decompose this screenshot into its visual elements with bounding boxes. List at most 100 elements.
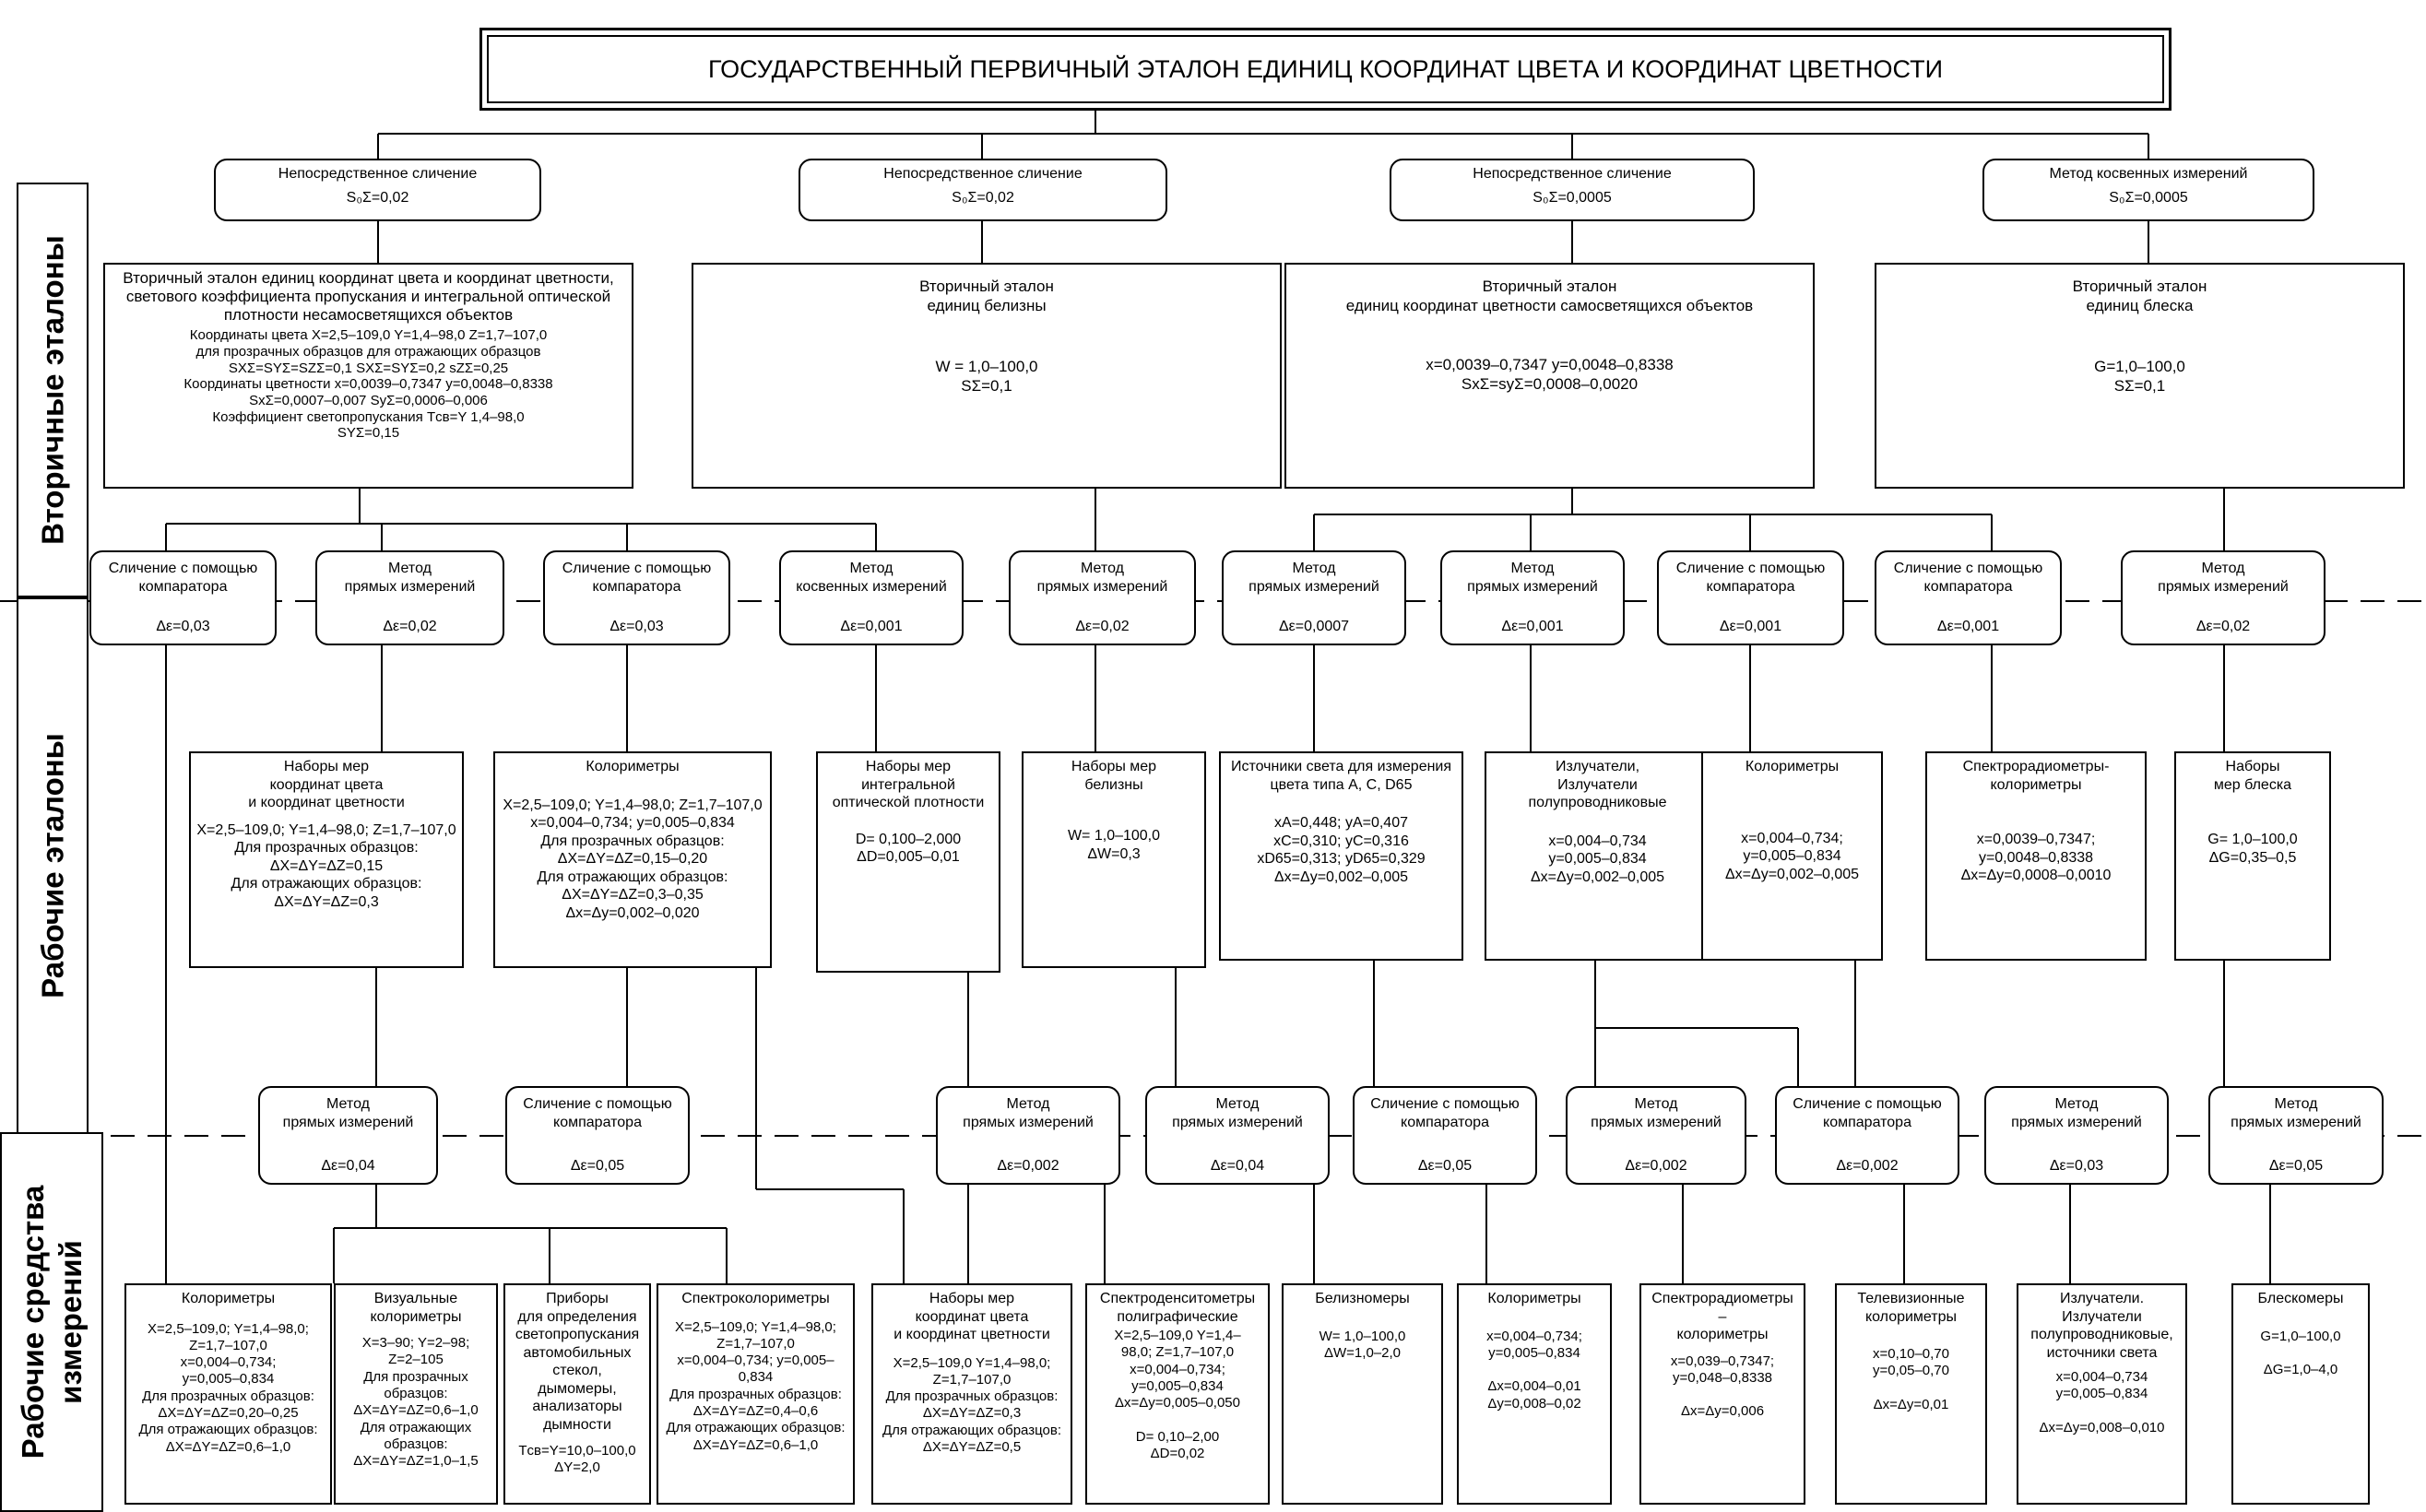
mid-method-label: Метод косвенных измерений — [796, 561, 947, 595]
working-standard-heading: Наборы мер координат цвета и координат ц… — [248, 759, 405, 811]
measuring-means-heading: Колориметры — [1487, 1291, 1581, 1306]
measuring-means-body: x=0,039–0,7347; y=0,048–0,8338 Δx=Δy=0,0… — [1670, 1353, 1775, 1420]
side-label-working: Рабочие эталоны — [17, 597, 89, 1134]
mid-method-value: Δε=0,001 — [840, 619, 903, 635]
working-standard-box: Колориметры x=0,004–0,734; y=0,005–0,834… — [1701, 751, 1883, 961]
working-standard-body: X=2,5–109,0; Y=1,4–98,0; Z=1,7–107,0 Для… — [196, 821, 456, 910]
low-method-box: Метод прямых измерений Δε=0,04 — [1145, 1086, 1330, 1185]
mid-method-label: Метод прямых измерений — [1036, 561, 1168, 595]
measuring-means-body: X=2,5–109,0 Y=1,4–98,0; Z=1,7–107,0 Для … — [882, 1354, 1061, 1456]
working-standard-heading: Колориметры — [586, 759, 680, 774]
measuring-means-heading: Приборы для определения светопропускания… — [515, 1291, 640, 1433]
measuring-means-box: Блескомеры G=1,0–100,0 ΔG=1,0–4,0 — [2231, 1283, 2370, 1505]
top-method-value: S₀Σ=0,0005 — [2109, 189, 2188, 206]
low-method-value: Δε=0,05 — [2268, 1158, 2324, 1175]
measuring-means-box: Приборы для определения светопропускания… — [503, 1283, 651, 1505]
top-method-box: Метод косвенных измерений S₀Σ=0,0005 — [1982, 159, 2314, 221]
low-method-label: Метод прямых измерений — [1172, 1096, 1303, 1130]
secondary-standard-body: G=1,0–100,0 SΣ=0,1 — [2094, 358, 2185, 396]
mid-method-box: Метод прямых измерений Δε=0,02 — [315, 550, 504, 645]
measuring-means-heading: Колориметры — [181, 1291, 276, 1306]
working-standard-body: x=0,0039–0,7347; y=0,0048–0,8338 Δx=Δy=0… — [1960, 832, 2112, 884]
measuring-means-body: X=2,5–109,0 Y=1,4– 98,0; Z=1,7–107,0 x=0… — [1114, 1328, 1241, 1462]
working-standard-body: G= 1,0–100,0 ΔG=0,35–0,5 — [2207, 832, 2298, 866]
measuring-means-heading: Спектроколориметры — [681, 1291, 830, 1306]
measuring-means-box: Телевизионные колориметры x=0,10–0,70 y=… — [1835, 1283, 1987, 1505]
top-method-label: Метод косвенных измерений — [2049, 166, 2248, 182]
working-standard-body: W= 1,0–100,0 ΔW=0,3 — [1067, 828, 1161, 862]
mid-method-box: Сличение с помощью компаратора Δε=0,001 — [1657, 550, 1844, 645]
mid-method-label: Метод прямых измерений — [344, 561, 476, 595]
low-method-value: Δε=0,05 — [570, 1158, 625, 1175]
mid-method-value: Δε=0,001 — [1501, 619, 1564, 635]
top-method-value: S₀Σ=0,02 — [952, 189, 1014, 206]
working-standard-heading: Наборы мер интегральной оптической плотн… — [832, 759, 985, 811]
working-standard-body: x=0,004–0,734 y=0,005–0,834 Δx=Δy=0,002–… — [1530, 833, 1665, 885]
secondary-standard-body: Координаты цвета X=2,5–109,0 Y=1,4–98,0 … — [183, 327, 553, 442]
low-method-label: Метод прямых измерений — [963, 1096, 1094, 1130]
low-method-value: Δε=0,03 — [2049, 1158, 2104, 1175]
measuring-means-box: Белизномеры W= 1,0–100,0 ΔW=1,0–2,0 — [1282, 1283, 1443, 1505]
low-method-label: Метод прямых измерений — [282, 1096, 414, 1130]
mid-method-box: Сличение с помощью компаратора Δε=0,03 — [543, 550, 730, 645]
working-standard-box: Наборы мер координат цвета и координат ц… — [189, 751, 464, 968]
low-method-box: Метод прямых измерений Δε=0,05 — [2208, 1086, 2384, 1185]
secondary-standard-body: W = 1,0–100,0 SΣ=0,1 — [935, 358, 1038, 396]
mid-method-box: Метод прямых измерений Δε=0,001 — [1440, 550, 1625, 645]
top-method-label: Непосредственное сличение — [278, 166, 478, 182]
measuring-means-box: Спектроколориметры X=2,5–109,0; Y=1,4–98… — [657, 1283, 855, 1505]
mid-method-label: Метод прямых измерений — [1467, 561, 1598, 595]
working-standard-heading: Колориметры — [1745, 759, 1840, 774]
working-standard-box: Наборы мер блеска G= 1,0–100,0 ΔG=0,35–0… — [2174, 751, 2331, 961]
measuring-means-body: X=3–90; Y=2–98; Z=2–105 Для прозрачных о… — [353, 1335, 479, 1470]
mid-method-box: Метод прямых измерений Δε=0,0007 — [1222, 550, 1406, 645]
measuring-means-heading: Наборы мер координат цвета и координат ц… — [893, 1291, 1050, 1343]
low-method-label: Метод прямых измерений — [2231, 1096, 2361, 1130]
mid-method-value: Δε=0,03 — [609, 619, 664, 635]
low-method-box: Сличение с помощью компаратора Δε=0,05 — [505, 1086, 690, 1185]
measuring-means-body: x=0,10–0,70 y=0,05–0,70 Δx=Δy=0,01 — [1873, 1346, 1949, 1412]
mid-method-box: Сличение с помощью компаратора Δε=0,03 — [89, 550, 277, 645]
secondary-standard-box: Вторичный эталон единиц координат цветно… — [1284, 263, 1815, 489]
measuring-means-body: G=1,0–100,0 ΔG=1,0–4,0 — [2260, 1328, 2341, 1378]
top-method-box: Непосредственное сличение S₀Σ=0,0005 — [1390, 159, 1755, 221]
low-method-label: Сличение с помощью компаратора — [523, 1096, 672, 1130]
measuring-means-heading: Блескомеры — [2257, 1291, 2344, 1306]
low-method-value: Δε=0,002 — [1836, 1158, 1899, 1175]
measuring-means-box: Колориметры x=0,004–0,734; y=0,005–0,834… — [1457, 1283, 1612, 1505]
working-standard-box: Спектрорадиометры- колориметры x=0,0039–… — [1925, 751, 2147, 961]
working-standard-box: Источники света для измерения цвета типа… — [1219, 751, 1463, 961]
top-method-label: Непосредственное сличение — [1473, 166, 1672, 182]
secondary-standard-heading: Вторичный эталон единиц блеска — [2072, 278, 2207, 314]
measuring-means-body: X=2,5–109,0; Y=1,4–98,0; Z=1,7–107,0 x=0… — [666, 1318, 846, 1453]
working-standard-body: xA=0,448; yA=0,407 xC=0,310; yC=0,316 xD… — [1257, 815, 1426, 885]
mid-method-value: Δε=0,03 — [156, 619, 210, 635]
low-method-label: Сличение с помощью компаратора — [1370, 1096, 1520, 1130]
low-method-label: Сличение с помощью компаратора — [1793, 1096, 1942, 1130]
side-label-working-text: Рабочие эталоны — [35, 733, 70, 998]
working-standard-box: Излучатели, Излучатели полупроводниковые… — [1485, 751, 1710, 961]
measuring-means-box: Наборы мер координат цвета и координат ц… — [871, 1283, 1072, 1505]
measuring-means-heading: Спектроденситометры полиграфические — [1099, 1291, 1256, 1325]
mid-method-box: Сличение с помощью компаратора Δε=0,001 — [1875, 550, 2062, 645]
working-standard-heading: Источники света для измерения цвета типа… — [1230, 759, 1452, 793]
low-method-box: Метод прямых измерений Δε=0,002 — [936, 1086, 1120, 1185]
mid-method-box: Метод прямых измерений Δε=0,02 — [1009, 550, 1196, 645]
measuring-means-heading: Спектрорадиометры – колориметры — [1651, 1291, 1793, 1343]
top-method-box: Непосредственное сличение S₀Σ=0,02 — [799, 159, 1167, 221]
secondary-standard-box: Вторичный эталон единиц белизны W = 1,0–… — [692, 263, 1282, 489]
side-label-secondary-text: Вторичные эталоны — [35, 235, 70, 545]
measuring-means-heading: Излучатели. Излучатели полупроводниковые… — [2030, 1291, 2173, 1361]
diagram-title-text: ГОСУДАРСТВЕННЫЙ ПЕРВИЧНЫЙ ЭТАЛОН ЕДИНИЦ … — [707, 54, 1944, 83]
low-method-box: Сличение с помощью компаратора Δε=0,05 — [1353, 1086, 1537, 1185]
low-method-box: Метод прямых измерений Δε=0,002 — [1566, 1086, 1746, 1185]
side-label-means: Рабочие средства измерений — [0, 1132, 103, 1512]
top-method-label: Непосредственное сличение — [883, 166, 1083, 182]
measuring-means-box: Колориметры X=2,5–109,0; Y=1,4–98,0; Z=1… — [124, 1283, 332, 1505]
working-standard-box: Колориметры X=2,5–109,0; Y=1,4–98,0; Z=1… — [493, 751, 772, 968]
mid-method-value: Δε=0,0007 — [1278, 619, 1350, 635]
measuring-means-heading: Телевизионные колориметры — [1857, 1291, 1965, 1325]
mid-method-value: Δε=0,001 — [1936, 619, 2000, 635]
measuring-means-body: x=0,004–0,734; y=0,005–0,834 Δx=0,004–0,… — [1486, 1328, 1582, 1412]
working-standard-box: Наборы мер интегральной оптической плотн… — [816, 751, 1000, 973]
